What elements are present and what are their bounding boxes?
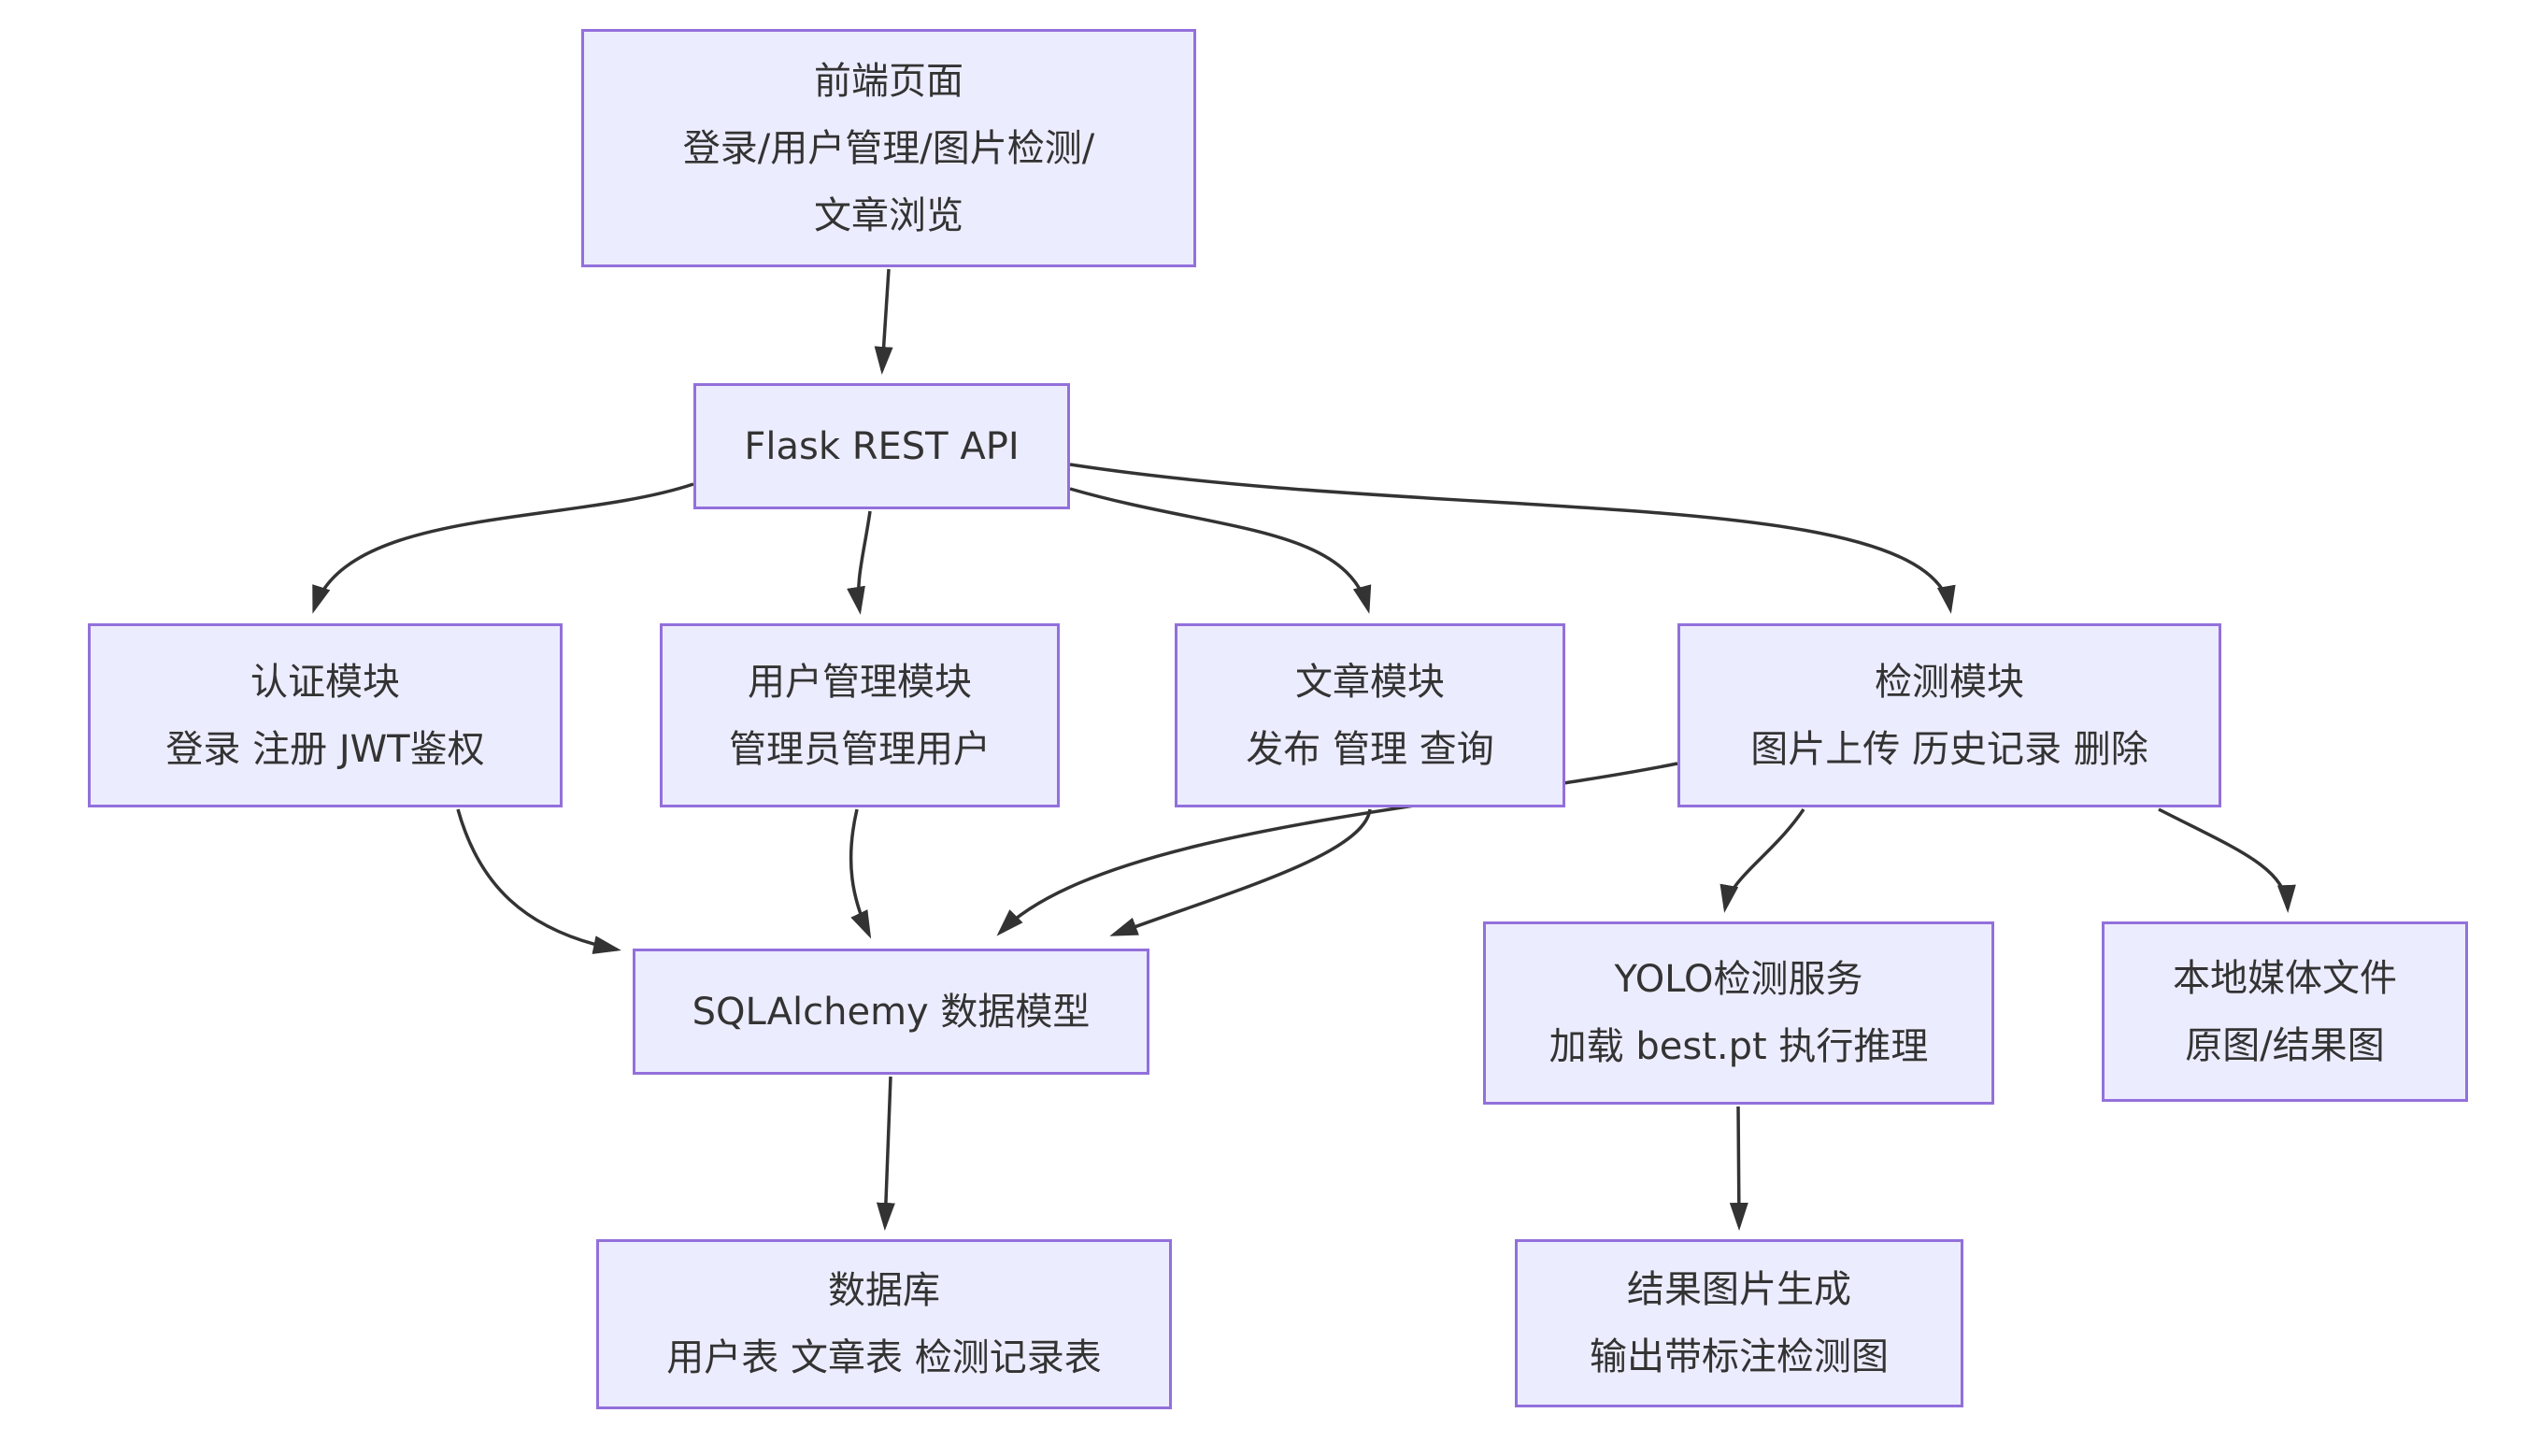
node-label-line: 加载 best.pt 执行推理 (1548, 1025, 1929, 1068)
node-label-line: 输出带标注检测图 (1590, 1335, 1889, 1378)
node-user-management-module: 用户管理模块 管理员管理用户 (660, 623, 1060, 807)
node-label-line: 原图/结果图 (2185, 1023, 2385, 1067)
edge-flask-user-mgmt (847, 510, 872, 615)
node-label-line: 文章浏览 (814, 193, 963, 237)
node-label-line: 前端页面 (814, 59, 963, 103)
node-label-line: 登录/用户管理/图片检测/ (682, 126, 1095, 170)
edge-flask-auth (312, 482, 694, 614)
node-yolo-detection-service: YOLO检测服务 加载 best.pt 执行推理 (1483, 921, 1994, 1105)
node-auth-module: 认证模块 登录 注册 JWT鉴权 (88, 623, 563, 807)
edge-flask-detect (1069, 463, 1956, 614)
node-label-line: YOLO检测服务 (1614, 958, 1863, 1001)
node-label-line: 本地媒体文件 (2173, 956, 2397, 1000)
node-flask-rest-api: Flask REST API (693, 383, 1070, 509)
node-label-line: 登录 注册 JWT鉴权 (165, 727, 485, 771)
node-label-line: Flask REST API (744, 424, 1020, 468)
node-label-line: 管理员管理用户 (729, 727, 991, 771)
edge-user-mgmt-sqlalchemy (849, 808, 872, 939)
node-result-image-generation: 结果图片生成 输出带标注检测图 (1515, 1239, 1963, 1407)
node-label-line: 结果图片生成 (1627, 1268, 1851, 1311)
node-database: 数据库 用户表 文章表 检测记录表 (596, 1239, 1172, 1409)
edge-flask-article (1069, 487, 1372, 614)
edge-detect-yolo (1719, 808, 1805, 913)
node-label-line: 发布 管理 查询 (1246, 727, 1494, 771)
edge-sqlalchemy-database (876, 1076, 895, 1231)
node-label-line: 文章模块 (1295, 660, 1445, 704)
node-frontend: 前端页面 登录/用户管理/图片检测/ 文章浏览 (581, 29, 1196, 267)
edge-detect-sqlalchemy (996, 762, 1678, 936)
node-label-line: 数据库 (828, 1269, 940, 1312)
node-local-media-files: 本地媒体文件 原图/结果图 (2102, 921, 2468, 1102)
node-label-line: 检测模块 (1875, 660, 2024, 704)
node-article-module: 文章模块 发布 管理 查询 (1175, 623, 1565, 807)
node-label-line: 用户表 文章表 检测记录表 (666, 1336, 1102, 1379)
edge-yolo-result (1729, 1106, 1748, 1231)
node-label-line: 图片上传 历史记录 删除 (1750, 727, 2148, 771)
edge-frontend-flask (874, 268, 893, 375)
node-sqlalchemy-data-model: SQLAlchemy 数据模型 (633, 949, 1149, 1075)
node-detection-module: 检测模块 图片上传 历史记录 删除 (1677, 623, 2221, 807)
edge-detect-media (2158, 807, 2296, 913)
edge-article-sqlalchemy (1109, 808, 1372, 936)
node-label-line: SQLAlchemy 数据模型 (692, 990, 1091, 1034)
node-label-line: 认证模块 (250, 660, 400, 704)
node-label-line: 用户管理模块 (748, 660, 972, 704)
edge-auth-sqlalchemy (456, 808, 621, 954)
